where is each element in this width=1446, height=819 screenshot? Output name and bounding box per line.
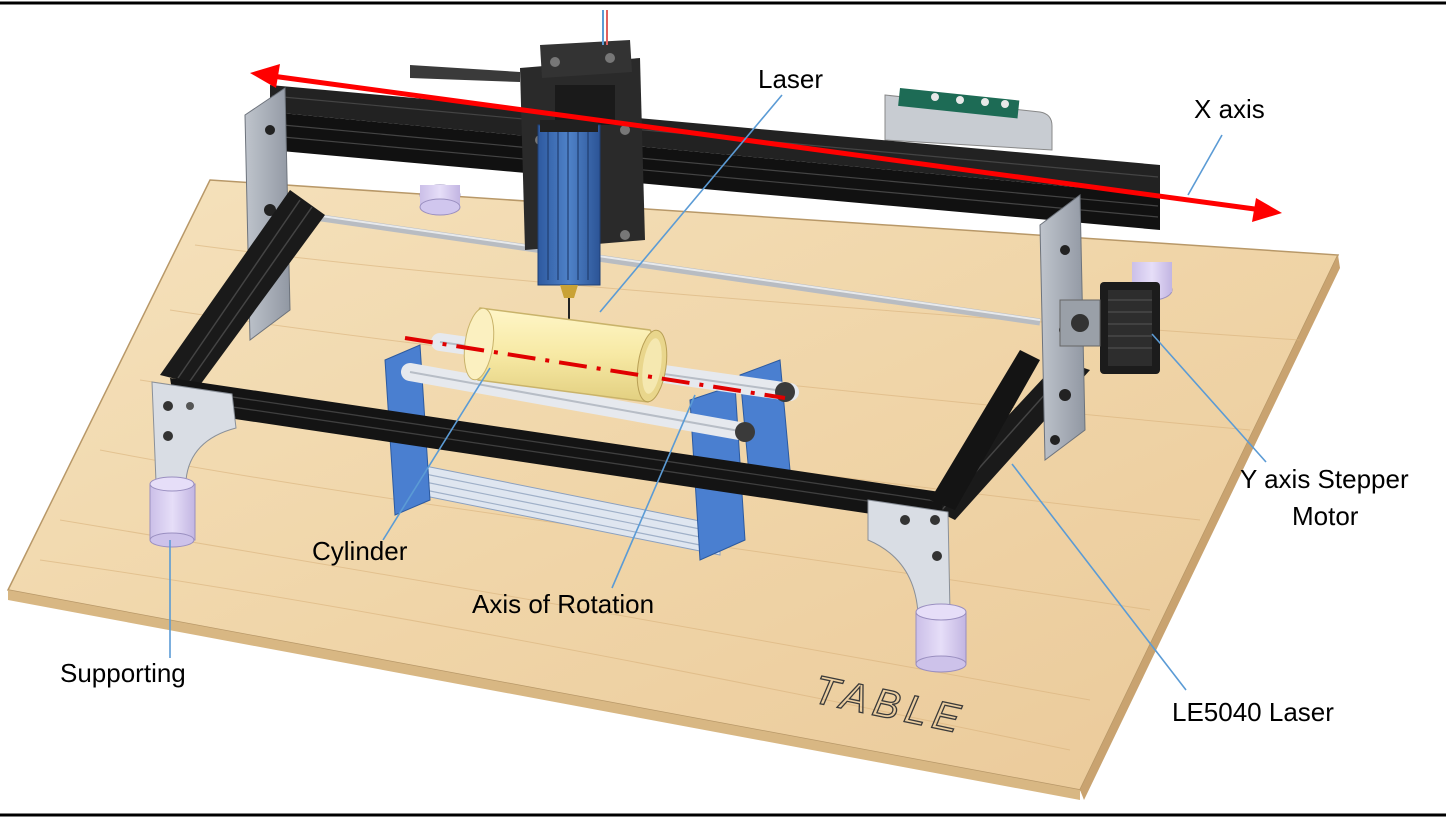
label-laser: Laser bbox=[758, 64, 823, 94]
right-front-rail bbox=[930, 350, 1040, 510]
leader-rotation bbox=[611, 394, 696, 589]
front-left-support bbox=[149, 381, 237, 548]
laser-module bbox=[537, 120, 601, 322]
leader-le5040 bbox=[1011, 463, 1187, 691]
label-axis-of-rotation: Axis of Rotation bbox=[472, 589, 654, 619]
cylinder bbox=[463, 307, 668, 403]
left-rail bbox=[160, 190, 325, 385]
front-right-support bbox=[867, 499, 967, 673]
front-rail bbox=[170, 378, 945, 525]
leader-cylinder bbox=[382, 367, 491, 541]
label-y-axis-stepper-line1: Y axis Stepper bbox=[1240, 464, 1409, 494]
wood-table bbox=[6, 179, 1340, 800]
label-supporting: Supporting bbox=[60, 658, 186, 688]
leader-stepper bbox=[1151, 333, 1267, 463]
leader-x-axis bbox=[1187, 134, 1223, 196]
y-axis-stepper-motor bbox=[1059, 282, 1160, 374]
diagram-labels: Laser X axis Y axis Stepper Motor Cylind… bbox=[60, 64, 1409, 727]
x-axis-arrow bbox=[250, 64, 1282, 222]
leader-lines bbox=[169, 94, 1267, 691]
label-y-axis-stepper-line2: Motor bbox=[1292, 501, 1359, 531]
label-cylinder: Cylinder bbox=[312, 536, 408, 566]
label-x-axis: X axis bbox=[1194, 94, 1265, 124]
rotation-axis-line bbox=[404, 336, 786, 400]
controller-board bbox=[884, 88, 1053, 151]
label-le5040-laser: LE5040 Laser bbox=[1172, 697, 1334, 727]
leader-laser bbox=[599, 94, 783, 313]
guide-rod bbox=[279, 208, 1041, 326]
